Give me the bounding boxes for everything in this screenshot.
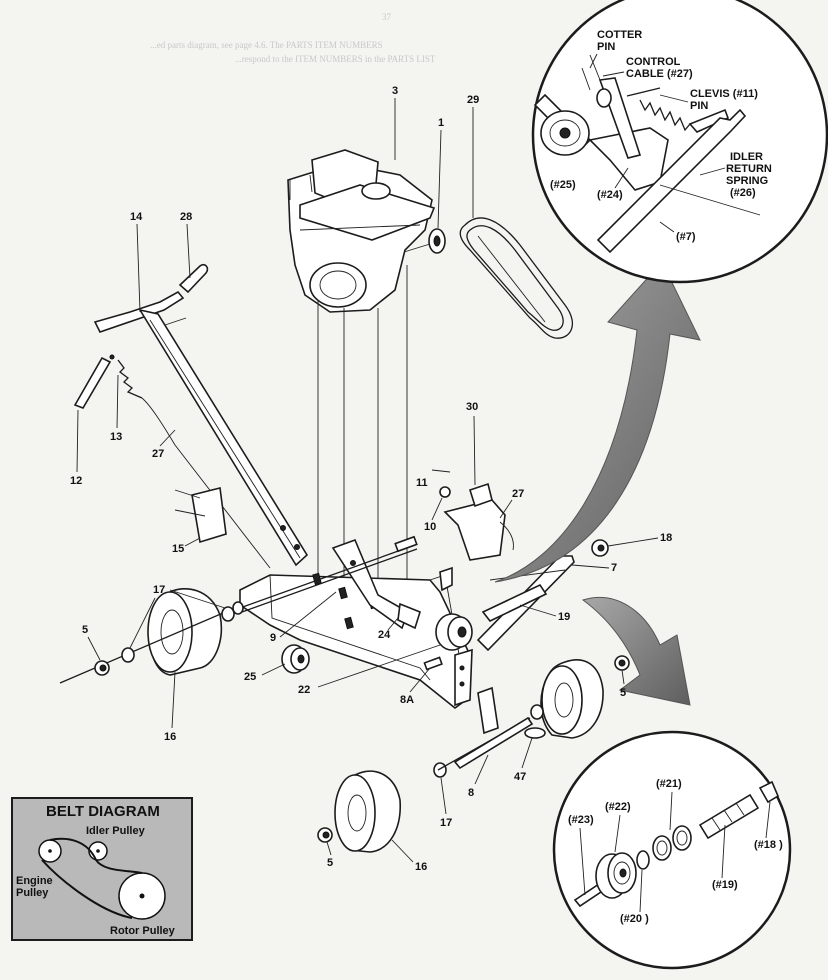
label-idler-spring: SPRING (726, 175, 768, 187)
idler-arm (331, 538, 421, 630)
label-control-cable: CONTROL (626, 56, 681, 68)
label-ref-25: (#25) (550, 179, 576, 191)
handle-bracket (174, 487, 227, 544)
label-clevis-pin: PIN (690, 100, 708, 112)
label-ref-21: (#21) (656, 778, 682, 790)
label-ref-23: (#23) (568, 814, 594, 826)
part-label-17: 17 (440, 817, 452, 829)
up-arrow (494, 261, 701, 583)
inset-idler-detail (531, 0, 828, 284)
bleed-text-line: ...ed parts diagram, see page 4.6. The P… (150, 40, 383, 50)
part-label-28: 28 (180, 211, 192, 223)
wheel-left (59, 588, 244, 684)
drive-shaft (239, 535, 418, 613)
label-engine-pulley: Pulley (16, 887, 49, 899)
inset-rotor-detail (552, 730, 792, 970)
label-ref-20: (#20 ) (620, 913, 649, 925)
part-label-16: 16 (415, 861, 427, 873)
part-label-10: 10 (424, 521, 436, 533)
label-ref-7: (#7) (676, 231, 696, 243)
belt-diagram (11, 797, 193, 941)
label-ref-18: (#18 ) (754, 839, 783, 851)
part-label-3: 3 (392, 85, 398, 97)
part-label-24: 24 (378, 629, 391, 641)
part-label-5: 5 (327, 857, 333, 869)
part-label-27: 27 (152, 448, 164, 460)
part-label-5: 5 (620, 687, 626, 699)
part-label-7: 7 (611, 562, 617, 574)
label-cotter-pin: COTTER (597, 29, 642, 41)
control-cable (117, 359, 271, 569)
part-label-1: 1 (438, 117, 444, 129)
rotor-pulley (435, 583, 548, 651)
part-label-11: 11 (416, 477, 428, 489)
label-clevis-pin: CLEVIS (#11) (690, 88, 758, 100)
engine-pulley (403, 228, 446, 254)
control-lever (73, 354, 115, 409)
pin-8a (423, 656, 443, 671)
small-pulley (281, 644, 310, 674)
engine (287, 149, 436, 313)
part-label-16: 16 (164, 731, 176, 743)
part-label-15: 15 (172, 543, 184, 555)
bleed-text-line: ...respond to the ITEM NUMBERS in the PA… (235, 54, 436, 64)
nut-18 (591, 539, 609, 557)
part-label-8a: 8A (400, 694, 414, 706)
down-arrow (581, 596, 691, 706)
label-idler-spring: (#26) (730, 187, 756, 199)
part-label-47: 47 (514, 771, 526, 783)
idler-bracket (431, 469, 514, 561)
label-control-cable: CABLE (#27) (626, 68, 693, 80)
belt-diagram-title: BELT DIAGRAM (46, 803, 160, 820)
part-label-8: 8 (468, 787, 474, 799)
part-label-17: 17 (153, 584, 165, 596)
part-label-30: 30 (466, 401, 478, 413)
part-label-29: 29 (467, 94, 479, 106)
label-ref-19: (#19) (712, 879, 738, 891)
part-label-27: 27 (512, 488, 524, 500)
label-idler-pulley: Idler Pulley (86, 825, 146, 837)
label-ref-24: (#24) (597, 189, 623, 201)
part-label-14: 14 (130, 211, 143, 223)
part-label-22: 22 (298, 684, 310, 696)
part-label-25: 25 (244, 671, 256, 683)
part-label-13: 13 (110, 431, 122, 443)
label-engine-pulley: Engine (16, 875, 53, 887)
label-cotter-pin: PIN (597, 41, 615, 53)
part-label-19: 19 (558, 611, 570, 623)
label-idler-spring: RETURN (726, 163, 772, 175)
label-ref-22: (#22) (605, 801, 631, 813)
bleed-page-number: 37 (382, 12, 392, 22)
wheel-right (530, 655, 630, 739)
rear-axle (453, 686, 546, 770)
mount-guide-lines (317, 265, 408, 615)
v-belt (459, 217, 574, 339)
part-label-9: 9 (270, 632, 276, 644)
part-label-5: 5 (82, 624, 88, 636)
part-label-18: 18 (660, 532, 672, 544)
part-label-12: 12 (70, 475, 82, 487)
label-idler-spring: IDLER (730, 151, 763, 163)
label-rotor-pulley: Rotor Pulley (110, 925, 176, 937)
